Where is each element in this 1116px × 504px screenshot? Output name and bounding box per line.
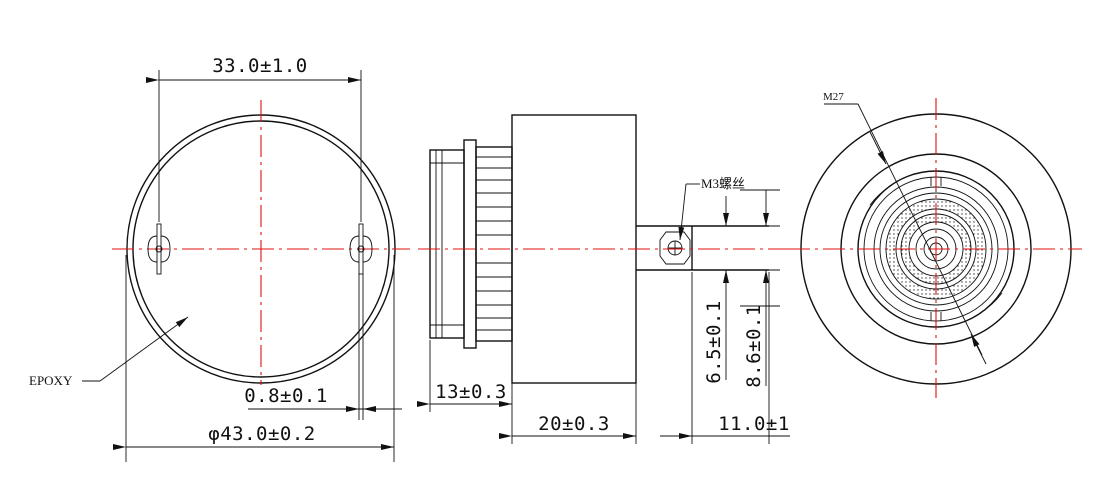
back-view: M27: [788, 91, 1082, 398]
dim-diameter: φ43.0±0.2: [113, 255, 395, 462]
m3-screw: [659, 231, 691, 265]
thread-label: M27: [823, 91, 844, 103]
epoxy-label: EPOXY: [29, 373, 73, 388]
top-width-text: 33.0±1.0: [212, 55, 308, 77]
left-lead: [147, 223, 171, 275]
dim-top-width: 33.0±1.0: [146, 55, 362, 222]
thread-length-text: 13±0.3: [435, 381, 507, 403]
dim-body-length: 20±0.3: [499, 383, 637, 444]
screw-label: M3螺丝: [701, 176, 745, 191]
front-view: 33.0±1.0 φ43.0±0.2 0.8±0.1 EPOXY: [29, 55, 410, 462]
screw-callout: M3螺丝: [678, 176, 745, 241]
pin-length-text: 11.0±1: [718, 413, 790, 435]
dim-pin-spacing: 6.5±0.1 8.6±0.1: [700, 189, 780, 388]
dim-pin-length: 11.0±1: [660, 272, 790, 444]
flange: [463, 139, 477, 349]
epoxy-callout: EPOXY: [29, 316, 189, 388]
pin-spacing-outer-text: 8.6±0.1: [743, 304, 765, 388]
lead-thickness-text: 0.8±0.1: [244, 385, 328, 407]
knurl-lines: [476, 156, 512, 331]
pins: [636, 225, 769, 271]
dim-thread-length: 13±0.3: [417, 340, 512, 412]
dim-lead-thickness: 0.8±0.1: [244, 385, 402, 412]
thread-section: [429, 149, 465, 339]
pin-spacing-inner-text: 6.5±0.1: [703, 300, 725, 384]
thread-callout: M27: [823, 91, 987, 365]
thread-lines: [430, 150, 464, 338]
diameter-text: φ43.0±0.2: [208, 423, 315, 445]
body-length-text: 20±0.3: [538, 413, 610, 435]
right-lead: [349, 223, 373, 420]
knurled-ring: [475, 146, 513, 342]
side-view: M3螺丝 13±0.3 20±0.3 11.0±1: [417, 114, 790, 444]
